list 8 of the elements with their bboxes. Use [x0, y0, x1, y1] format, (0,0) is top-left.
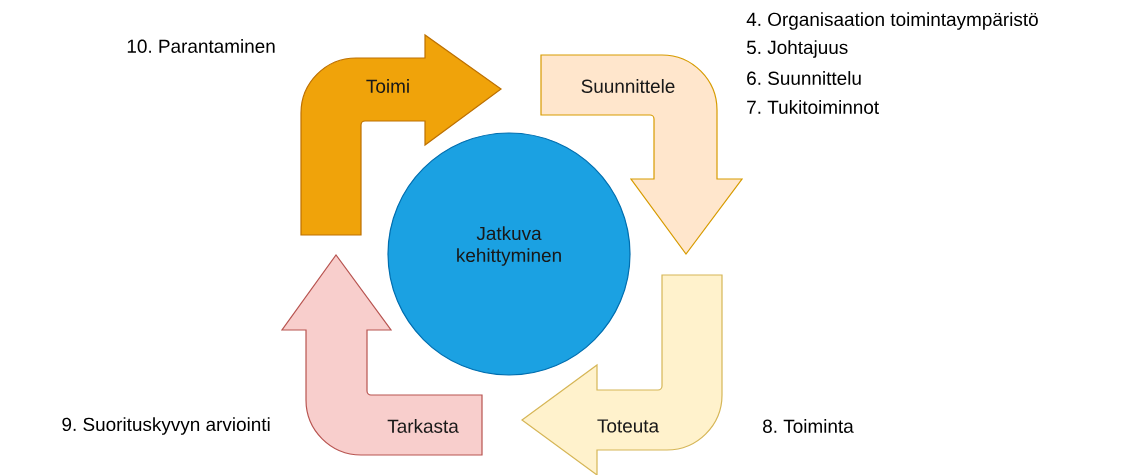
- note-text: 8. Toiminta: [763, 419, 854, 433]
- note-text: 9. Suorituskyvyn arviointi: [62, 417, 270, 435]
- note-text: 5. Johtajuus: [746, 40, 848, 58]
- note-text: 7. Tukitoiminnot: [747, 100, 879, 114]
- note-text: 4. Organisaation toimintaympäristö: [746, 12, 1038, 30]
- note-text: 6. Suunnittelu: [747, 71, 861, 85]
- cycle-step-block: Toteuta: [521, 274, 723, 475]
- note-text: 10. Parantaminen: [127, 39, 275, 53]
